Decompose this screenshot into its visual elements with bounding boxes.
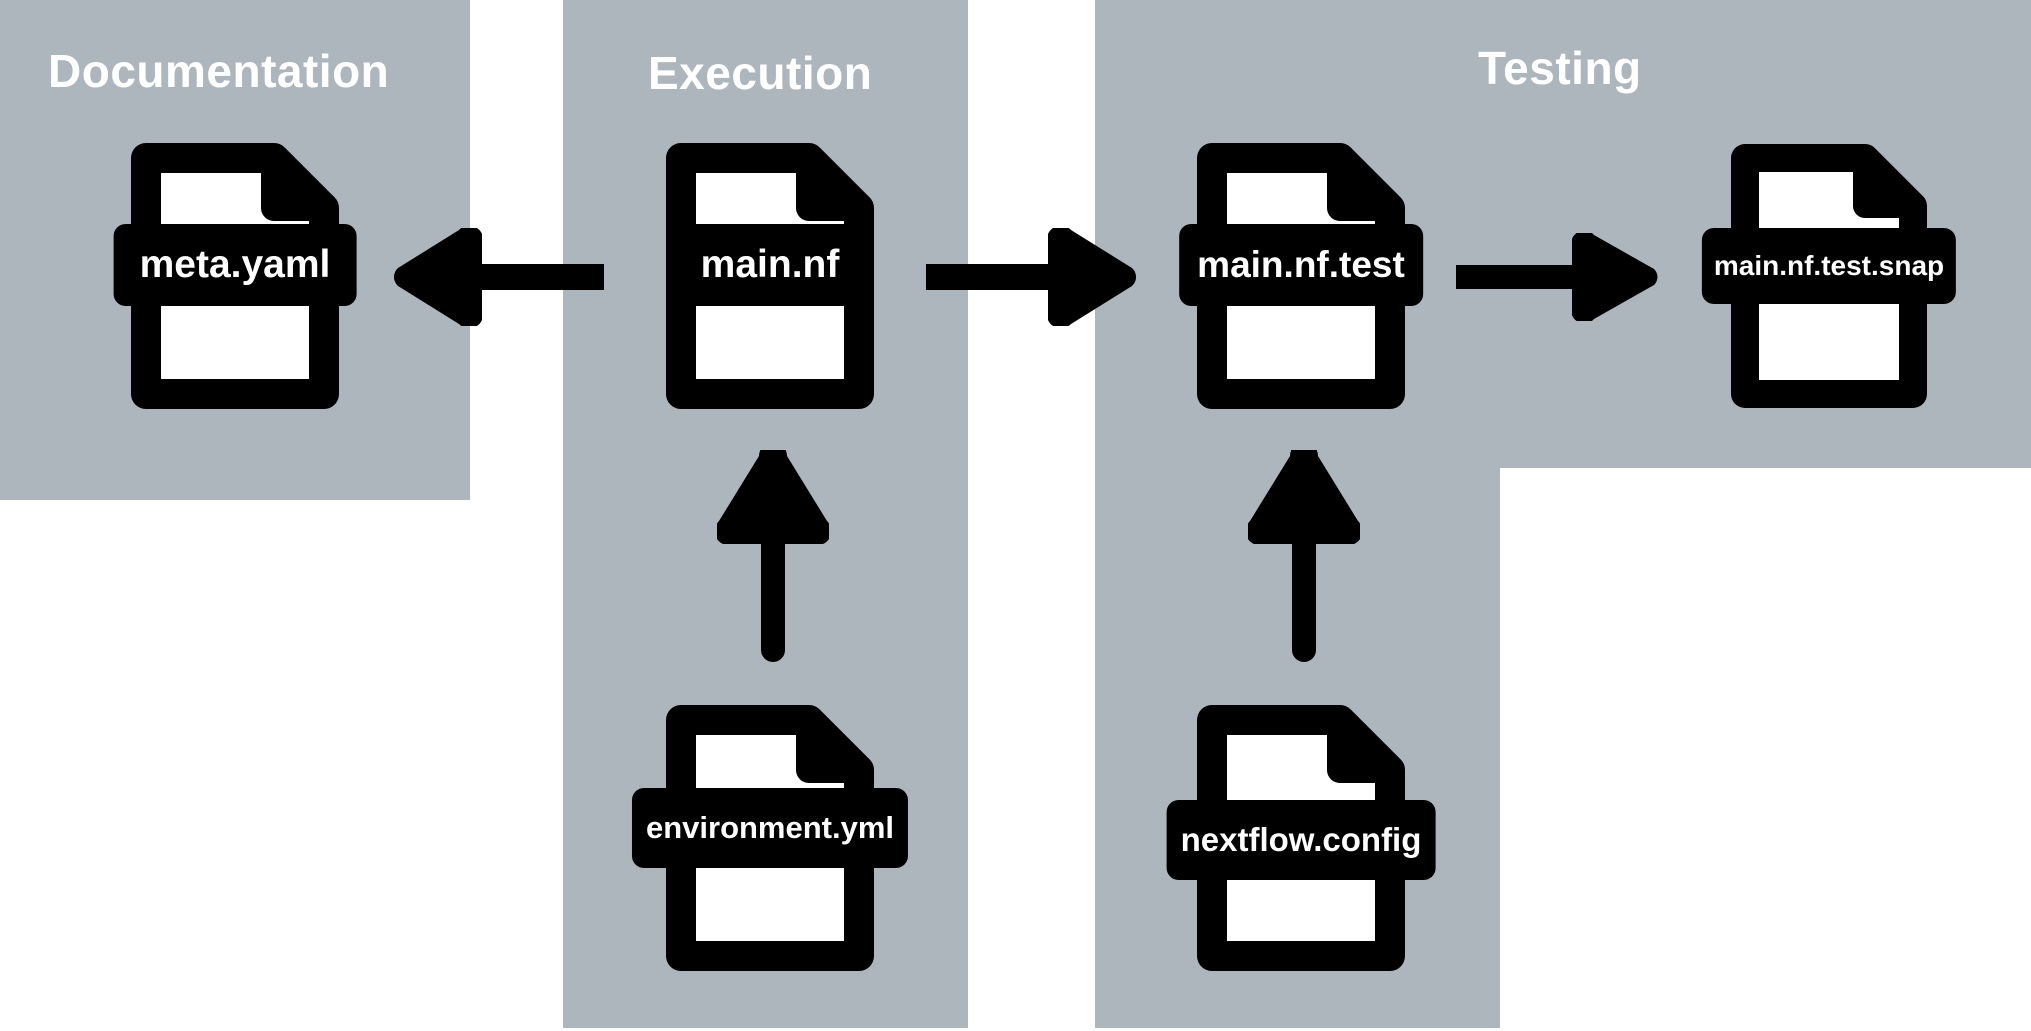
- arrow-nextflow-config-to-main-nf-test: [1245, 442, 1363, 662]
- panel-title-documentation: Documentation: [48, 45, 390, 97]
- arrow-environment-yml-to-main-nf: [714, 442, 832, 662]
- arrow-main-nf-to-meta-yaml: [392, 225, 617, 329]
- file-node-main-nf[interactable]: main.nf: [659, 136, 881, 416]
- file-node-main-nf-test[interactable]: main.nf.test: [1179, 136, 1423, 416]
- panel-title-execution: Execution: [648, 47, 873, 99]
- file-label-environment-yml: environment.yml: [631, 788, 909, 868]
- file-label-nextflow-config: nextflow.config: [1166, 800, 1436, 880]
- file-label-main-nf: main.nf: [674, 224, 866, 306]
- arrow-main-nf-test-to-main-nf-test-snap: [1444, 230, 1660, 324]
- panel-title-testing: Testing: [1478, 42, 1642, 94]
- arrow-main-nf-to-main-nf-test: [913, 225, 1138, 329]
- file-label-main-nf-test-snap: main.nf.test.snap: [1701, 228, 1957, 304]
- file-icon: [666, 143, 874, 409]
- file-label-main-nf-test: main.nf.test: [1179, 224, 1423, 306]
- file-node-meta-yaml[interactable]: meta.yaml: [113, 136, 357, 416]
- file-label-meta-yaml: meta.yaml: [113, 224, 357, 306]
- file-node-environment-yml[interactable]: environment.yml: [631, 698, 909, 978]
- file-node-main-nf-test-snap[interactable]: main.nf.test.snap: [1701, 136, 1957, 416]
- file-node-nextflow-config[interactable]: nextflow.config: [1166, 698, 1436, 978]
